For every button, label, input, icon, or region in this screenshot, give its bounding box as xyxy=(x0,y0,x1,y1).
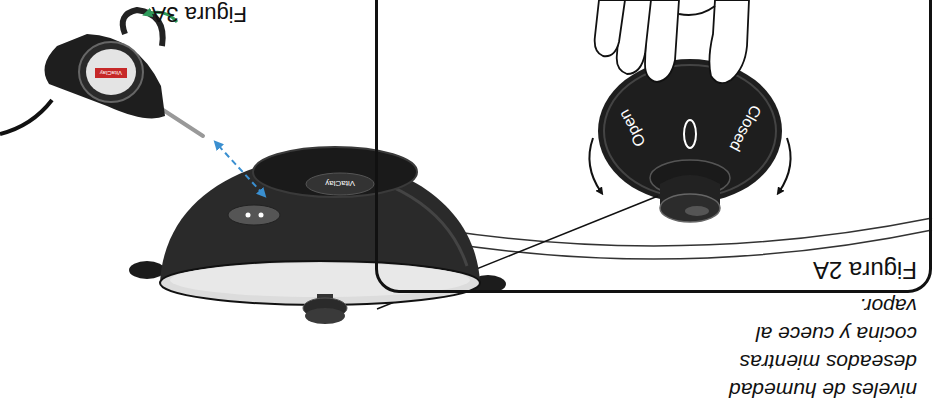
figure-panel: Figura 2A xyxy=(375,0,932,293)
brand-badge: VitaClay xyxy=(325,180,355,189)
insert-arrow xyxy=(217,144,263,194)
figure-title: Figura 2A xyxy=(813,256,917,284)
hand xyxy=(595,0,749,83)
figure-title: Figura 3A xyxy=(152,1,247,27)
thermometer-probe xyxy=(0,10,203,136)
pot-lid xyxy=(129,147,506,324)
knob-handle xyxy=(650,160,730,222)
brand-badge: VitaClay xyxy=(100,70,122,76)
turn-arrows xyxy=(589,138,790,192)
instruction-text: niveles de humedad deseados mientras coc… xyxy=(717,292,917,404)
